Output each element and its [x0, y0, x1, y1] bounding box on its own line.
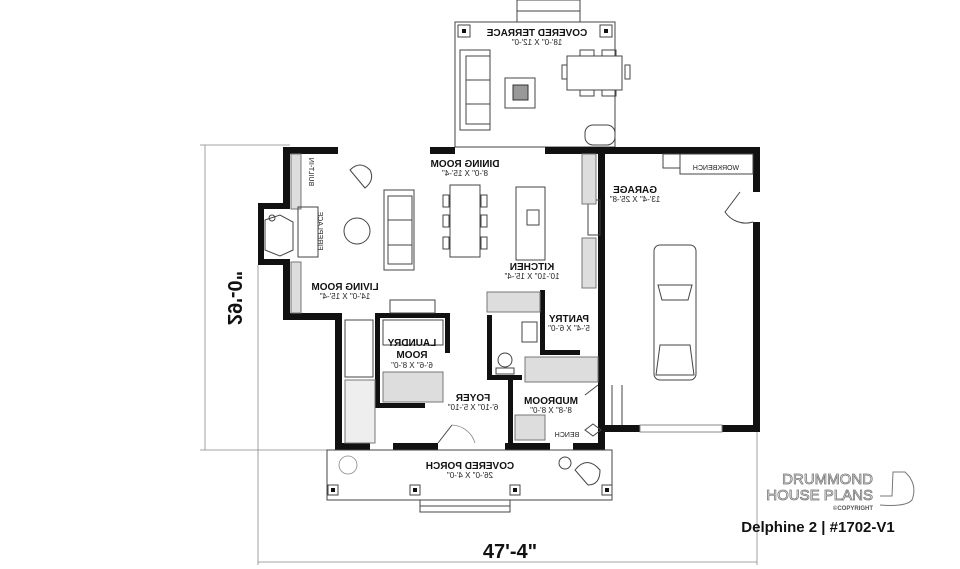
width-dimension-label: 47'-4"	[483, 541, 537, 563]
svg-text:DRUMMOND: DRUMMOND	[782, 471, 873, 488]
bench-label: BENCH	[555, 432, 580, 439]
plan-title: Delphine 2 | #1702-V1	[741, 519, 894, 536]
workbench-label: WORKBENCH	[693, 165, 739, 172]
room-size-living: 14'-0" X 15'-4"	[320, 292, 371, 301]
room-label-living: LIVING ROOM	[311, 282, 378, 293]
svg-text:HOUSE PLANS: HOUSE PLANS	[766, 487, 873, 504]
room-size-pantry: 5'-4" X 6'-0"	[548, 324, 590, 333]
furniture	[264, 153, 754, 444]
room-label-pantry: PANTRY	[549, 314, 589, 325]
room-size-laundry: 6'-6" X 8'-0"	[391, 361, 433, 370]
depth-dimension-label: 29'-0"	[223, 271, 245, 325]
drummond-logo: DRUMMOND HOUSE PLANS ©COPYRIGHT	[766, 471, 915, 512]
room-label-porch: COVERED PORCH	[426, 461, 514, 472]
room-label-dining: DINING ROOM	[431, 159, 500, 170]
room-label-laundry-2: ROOM	[396, 350, 427, 361]
exterior-walls	[258, 147, 760, 450]
room-size-dining: 8'-0" X 15'-4"	[442, 169, 488, 178]
covered-terrace	[454, 0, 631, 148]
room-size-foyer: 6'-10" X 5'-10"	[448, 403, 499, 412]
fireplace-label: FIREPLACE	[316, 211, 323, 250]
built-in-label: BUILT-IN	[307, 158, 314, 186]
room-label-garage: GARAGE	[613, 185, 657, 196]
room-label-mudroom: MUDROOM	[524, 396, 578, 407]
room-label-laundry-1: LAUNDRY	[387, 338, 436, 349]
room-size-mudroom: 8'-8" X 8'-0"	[530, 406, 572, 415]
room-size-kitchen: 10'-10" X 15'-4"	[504, 272, 559, 281]
room-size-terrace: 18'-0" X 12'-0"	[512, 38, 563, 47]
room-label-kitchen: KITCHEN	[510, 262, 554, 273]
room-label-terrace: COVERED TERRACE	[486, 28, 587, 39]
interior-walls	[375, 290, 605, 445]
room-label-foyer: FOYER	[455, 393, 490, 404]
svg-text:©COPYRIGHT: ©COPYRIGHT	[833, 505, 873, 512]
room-size-porch: 26'-0" X 4'-0"	[447, 471, 493, 480]
covered-porch	[326, 449, 613, 513]
room-size-garage: 13'-4" X 25'-8"	[610, 195, 661, 204]
dimension-lines	[200, 144, 758, 565]
